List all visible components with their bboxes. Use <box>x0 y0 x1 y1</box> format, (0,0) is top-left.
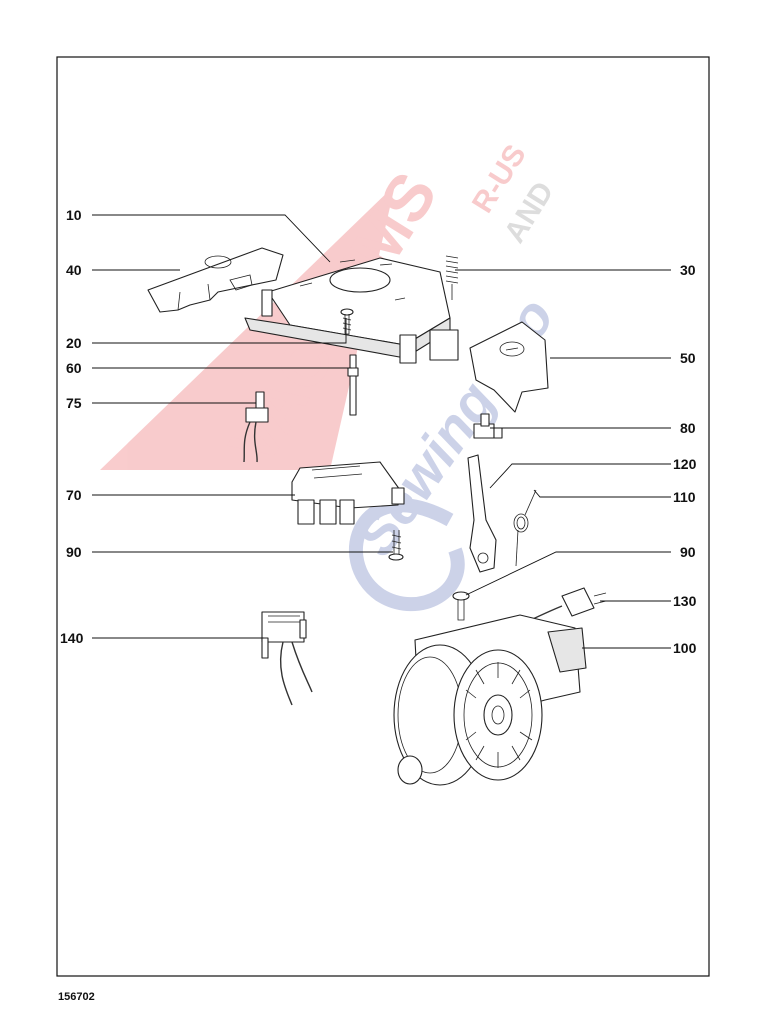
part-10-main-housing <box>244 257 459 364</box>
part-120-lever <box>467 454 497 573</box>
part-50-emblem <box>499 341 525 357</box>
label-110: 110 <box>673 489 696 505</box>
part-30-spring <box>445 255 459 300</box>
diagram-frame <box>56 56 710 977</box>
watermark-triangle <box>100 185 395 470</box>
label-30: 30 <box>680 262 696 278</box>
part-50-side-cover <box>469 321 549 413</box>
label-140: 140 <box>60 630 84 646</box>
label-40: 40 <box>66 262 82 278</box>
part-140-connector <box>261 611 313 706</box>
document-id: 156702 <box>58 991 95 1003</box>
part-75-switch <box>243 391 269 463</box>
part-90b-screw <box>452 591 470 621</box>
part-40-top-cover <box>147 247 284 313</box>
watermark-swirl <box>349 498 465 612</box>
label-60: 60 <box>66 360 82 376</box>
label-70: 70 <box>66 487 82 503</box>
part-100-cable-reel <box>393 614 587 786</box>
part-labels: 10 40 30 20 60 50 75 80 120 70 110 90 90… <box>60 207 697 656</box>
label-75: 75 <box>66 395 82 411</box>
label-130: 130 <box>673 593 697 609</box>
part-80-clip <box>473 413 503 439</box>
part-60-pin <box>347 354 359 416</box>
part-20-screw <box>340 308 354 335</box>
part-10-dial <box>329 267 391 293</box>
label-90-left: 90 <box>66 544 82 560</box>
label-20: 20 <box>66 335 82 351</box>
label-120: 120 <box>673 456 697 472</box>
part-90a-screw <box>388 530 404 561</box>
label-10: 10 <box>66 207 82 223</box>
part-40-logo <box>204 255 232 269</box>
label-80: 80 <box>680 420 696 436</box>
label-90-right: 90 <box>680 544 696 560</box>
leader-lines <box>92 214 671 649</box>
part-110-spring <box>513 489 537 567</box>
label-50: 50 <box>680 350 696 366</box>
part-70-holder <box>291 461 405 525</box>
label-100: 100 <box>673 640 697 656</box>
